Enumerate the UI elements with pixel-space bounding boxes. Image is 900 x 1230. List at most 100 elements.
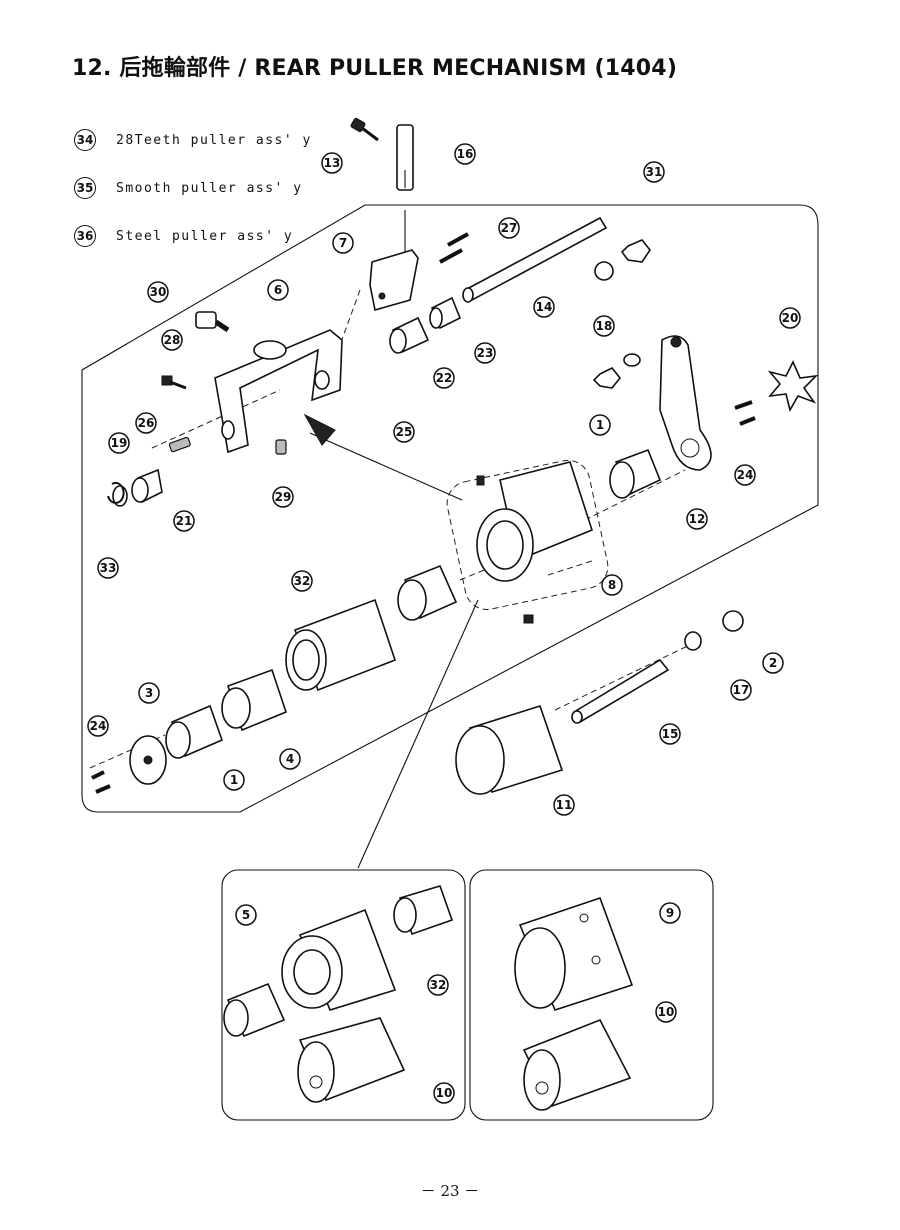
part-33-circlip [107, 481, 125, 504]
callout-number: 26 [138, 416, 155, 430]
callout-part-5: 5 [235, 904, 257, 926]
callout-part-32: 32 [427, 974, 449, 996]
callout-part-7: 7 [332, 232, 354, 254]
callout-number: 20 [782, 311, 799, 325]
part-8-puller-gear [476, 461, 593, 582]
callout-part-26: 26 [135, 412, 157, 434]
callout-number: 16 [457, 147, 474, 161]
callout-number: 22 [436, 371, 453, 385]
callout-number: 19 [111, 436, 128, 450]
callout-number: 5 [242, 908, 250, 922]
callout-part-9: 9 [659, 902, 681, 924]
part-31-nut [620, 239, 651, 263]
leader-lines [89, 210, 701, 869]
callout-part-1: 1 [223, 769, 245, 791]
callout-part-22: 22 [433, 367, 455, 389]
callout-part-4: 4 [279, 748, 301, 770]
callout-number: 10 [436, 1086, 453, 1100]
part-10-roller-right [522, 1018, 632, 1111]
part-2-clip [722, 610, 744, 632]
part-4-roller [285, 598, 396, 692]
callout-part-3: 3 [138, 682, 160, 704]
callout-number: 32 [294, 574, 311, 588]
callout-number: 24 [90, 719, 107, 733]
callout-part-12: 12 [686, 508, 708, 530]
puller-cone-tip [303, 413, 336, 446]
callout-part-23: 23 [474, 342, 496, 364]
callout-part-24: 24 [734, 464, 756, 486]
callout-part-8: 8 [601, 574, 623, 596]
callout-part-14: 14 [533, 296, 555, 318]
callout-number: 28 [164, 333, 181, 347]
callout-part-33: 33 [97, 557, 119, 579]
part-7-bracket [369, 249, 419, 312]
part-15-shaft [571, 658, 670, 724]
callout-part-10: 10 [433, 1082, 455, 1104]
part-1-bushing-right [609, 448, 662, 499]
part-14-shaft [462, 216, 608, 303]
callout-number: 29 [275, 490, 292, 504]
callout-number: 31 [646, 165, 663, 179]
part-17-washer [684, 631, 702, 651]
callout-part-21: 21 [173, 510, 195, 532]
part-26-setscrew [168, 436, 191, 453]
part-20-star [767, 360, 819, 413]
callout-number: 14 [536, 300, 553, 314]
callout-part-13: 13 [321, 152, 343, 174]
callout-number: 4 [286, 752, 294, 766]
callout-number: 6 [274, 283, 282, 297]
callout-part-11: 11 [553, 794, 575, 816]
callout-number: 23 [477, 346, 494, 360]
callout-number: 21 [176, 514, 193, 528]
callout-part-29: 29 [272, 486, 294, 508]
callout-part-15: 15 [659, 723, 681, 745]
part-32-bearing-inset [393, 885, 454, 936]
callout-part-18: 18 [593, 315, 615, 337]
callout-part-27: 27 [498, 217, 520, 239]
legend-item-28teeth: 34 28Teeth puller ass' y [74, 128, 312, 152]
legend-label: 28Teeth puller ass' y [116, 132, 312, 148]
callout-number: 1 [596, 418, 604, 432]
callout-part-31: 31 [643, 161, 665, 183]
callout-number: 27 [501, 221, 518, 235]
callout-number: 12 [689, 512, 706, 526]
part-12-arm [659, 335, 712, 471]
part-21-collar [131, 468, 163, 504]
part-29-setscrew [275, 439, 287, 455]
inset-box-right [469, 869, 714, 1121]
part-11-gear [455, 705, 564, 795]
part-3-disc [129, 735, 167, 785]
part-13-screw [350, 117, 379, 142]
callout-number: 9 [666, 906, 674, 920]
part-22-bushing [389, 316, 430, 354]
callout-number: 18 [596, 319, 613, 333]
callout-number: 30 [150, 285, 167, 299]
page-number: － 23 － [420, 1182, 480, 1200]
part-16-pin [396, 124, 414, 191]
part-24-screws-left [91, 770, 111, 794]
callout-part-30: 30 [147, 281, 169, 303]
part-23-bushing [429, 296, 462, 330]
part-5-roller [281, 908, 397, 1011]
part-18-washer [594, 261, 614, 281]
callout-part-10: 10 [655, 1001, 677, 1023]
legend-number: 36 [74, 225, 96, 247]
part-1-bushing-left [165, 704, 224, 759]
callout-number: 2 [769, 656, 777, 670]
callout-part-20: 20 [779, 307, 801, 329]
callout-part-28: 28 [161, 329, 183, 351]
legend-label: Steel puller ass' y [116, 228, 294, 244]
page-title: 12. 后拖輪部件 / REAR PULLER MECHANISM (1404) [72, 56, 678, 81]
callout-part-19: 19 [108, 432, 130, 454]
part-10-roller-left [297, 1017, 406, 1103]
callout-number: 10 [658, 1005, 675, 1019]
part-9-roller [514, 896, 634, 1011]
callout-number: 32 [430, 978, 447, 992]
callout-part-16: 16 [454, 143, 476, 165]
callout-part-25: 25 [393, 421, 415, 443]
part-28-screw [161, 375, 187, 390]
callout-part-2: 2 [762, 652, 784, 674]
part-31-nut-lower [592, 366, 622, 389]
legend-number: 35 [74, 177, 96, 199]
